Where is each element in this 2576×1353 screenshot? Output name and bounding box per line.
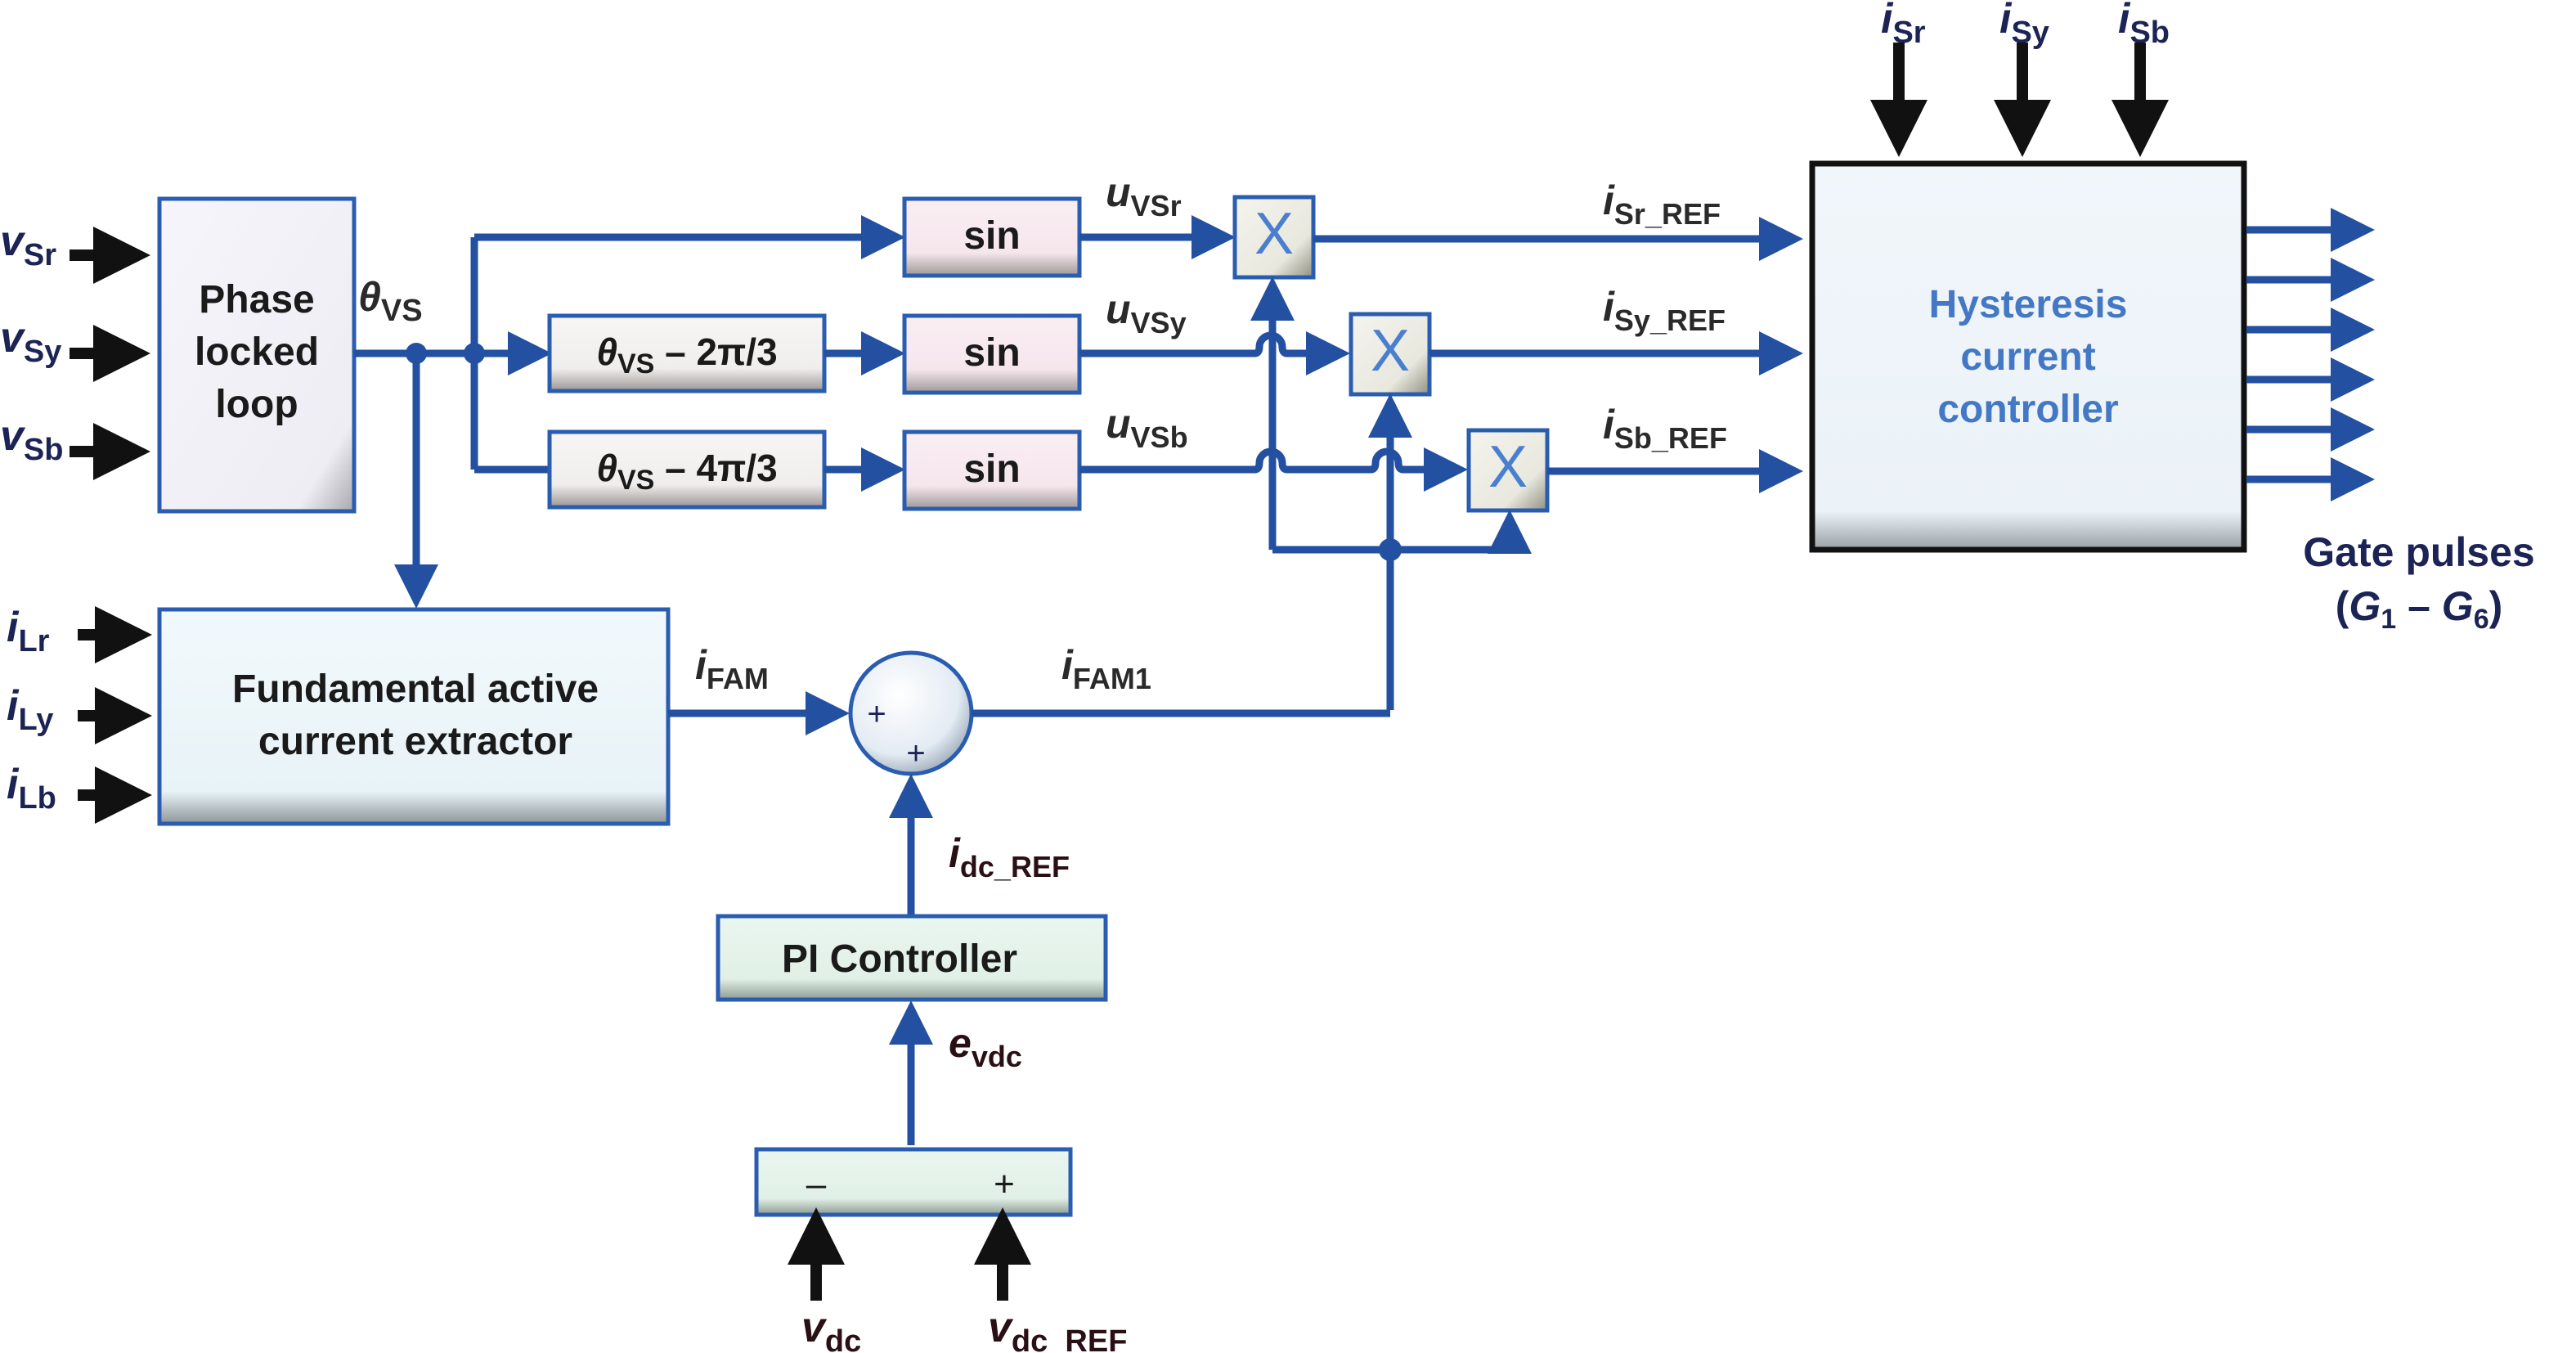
pll-label-line-2: locked	[195, 330, 319, 374]
sin-label: sin	[963, 214, 1020, 258]
input-v-sb: vSb	[0, 412, 150, 480]
sin-block-r: sin	[902, 196, 1082, 278]
fundamental-current-extractor-block: Fundamental active current extractor	[157, 607, 671, 826]
signal-u-vsy-label: uVSy	[1106, 286, 1187, 339]
voltage-error-block: – +	[754, 1147, 1073, 1217]
signal-i-sr-label: iSr	[1881, 0, 1926, 50]
signal-i-sy-label: iSy	[1999, 0, 2049, 50]
plus-sign: +	[994, 1164, 1015, 1204]
hcc-label-line-3: controller	[1937, 388, 2118, 431]
sin-label: sin	[963, 331, 1020, 375]
signal-v-dc-ref-label: vdc_REF	[988, 1304, 1127, 1353]
signal-i-lr-label: iLr	[7, 604, 50, 659]
multiplier-r: X	[1232, 195, 1316, 280]
phase-shift-4pi3-block: θVS – 4π/3	[547, 429, 827, 510]
signal-v-dc-label: vdc	[801, 1304, 861, 1353]
input-v-dc-ref: vdc_REF	[974, 1207, 1127, 1353]
input-v-dc: vdc	[788, 1207, 861, 1353]
gate-pulses-range: (G1 – G6)	[2336, 583, 2503, 635]
pll-label-line-3: loop	[215, 383, 298, 426]
signal-i-ly-label: iLy	[7, 682, 53, 737]
sin-label: sin	[963, 447, 1020, 491]
pll-block: Phase locked loop	[157, 196, 357, 514]
minus-sign: –	[806, 1164, 827, 1204]
input-i-sy: iSy	[1994, 0, 2051, 157]
signal-e-vdc-label: evdc	[949, 1020, 1022, 1073]
signal-i-fam-label: iFAM	[695, 642, 769, 695]
plus-sign: +	[906, 735, 925, 771]
signal-i-dc-ref-label: idc_REF	[949, 830, 1070, 883]
pi-controller-label: PI Controller	[782, 937, 1017, 981]
multiplier-b: X	[1466, 428, 1550, 513]
gate-pulses-title: Gate pulses	[2303, 529, 2534, 575]
pll-output-wires	[354, 215, 905, 609]
summing-junction: + +	[848, 650, 974, 776]
input-i-sr: iSr	[1870, 0, 1928, 157]
signal-i-sb-label: iSb	[2118, 0, 2170, 50]
input-i-ly: iLy	[7, 682, 152, 744]
ifam1-distribution-wires	[1250, 276, 1532, 710]
multiply-icon: X	[1371, 318, 1410, 384]
extractor-label-line-1: Fundamental active	[232, 668, 599, 711]
signal-v-sb-label: vSb	[0, 412, 63, 467]
input-i-sb: iSb	[2112, 0, 2170, 157]
signal-i-sy-ref-label: iSy_REF	[1603, 284, 1726, 337]
gate-pulse-arrows	[2246, 208, 2375, 501]
hcc-label-line-2: current	[1960, 335, 2095, 379]
reference-current-wires	[1313, 217, 1803, 493]
phase-shift-2pi3-block: θVS – 2π/3	[547, 313, 827, 393]
input-v-sy: vSy	[0, 314, 150, 382]
pll-label-line-1: Phase	[199, 278, 314, 321]
hysteresis-controller-block: Hysteresis current controller	[1809, 160, 2247, 553]
input-v-sr: vSr	[0, 218, 150, 284]
plus-sign: +	[867, 696, 886, 732]
multiply-icon: X	[1488, 434, 1528, 500]
junction-dot	[464, 343, 485, 364]
signal-i-fam1-label: iFAM1	[1061, 642, 1151, 695]
sin-block-y: sin	[902, 313, 1082, 395]
signal-u-vsb-label: uVSb	[1106, 401, 1188, 454]
signal-v-sy-label: vSy	[0, 314, 61, 369]
signal-u-vsr-label: uVSr	[1106, 169, 1182, 223]
input-i-lb: iLb	[7, 761, 152, 824]
input-i-lr: iLr	[7, 604, 152, 663]
extractor-label-line-2: current extractor	[258, 720, 572, 763]
multiplier-y: X	[1349, 312, 1432, 397]
junction-dot	[406, 343, 427, 364]
phase-shift-2pi3-label: θVS – 2π/3	[596, 330, 777, 380]
signal-theta-vs-label: θVS	[358, 274, 423, 328]
signal-i-lb-label: iLb	[7, 761, 56, 816]
phase-shift-4pi3-label: θVS – 4π/3	[596, 447, 777, 496]
signal-v-sr-label: vSr	[0, 218, 56, 272]
junction-dot	[1379, 538, 1402, 561]
signal-i-sr-ref-label: iSr_REF	[1603, 178, 1721, 231]
hcc-label-line-1: Hysteresis	[1929, 283, 2128, 326]
pi-controller-block: PI Controller	[716, 914, 1108, 1002]
multiply-icon: X	[1254, 201, 1294, 267]
signal-i-sb-ref-label: iSb_REF	[1603, 402, 1727, 455]
sin-block-b: sin	[902, 429, 1082, 511]
